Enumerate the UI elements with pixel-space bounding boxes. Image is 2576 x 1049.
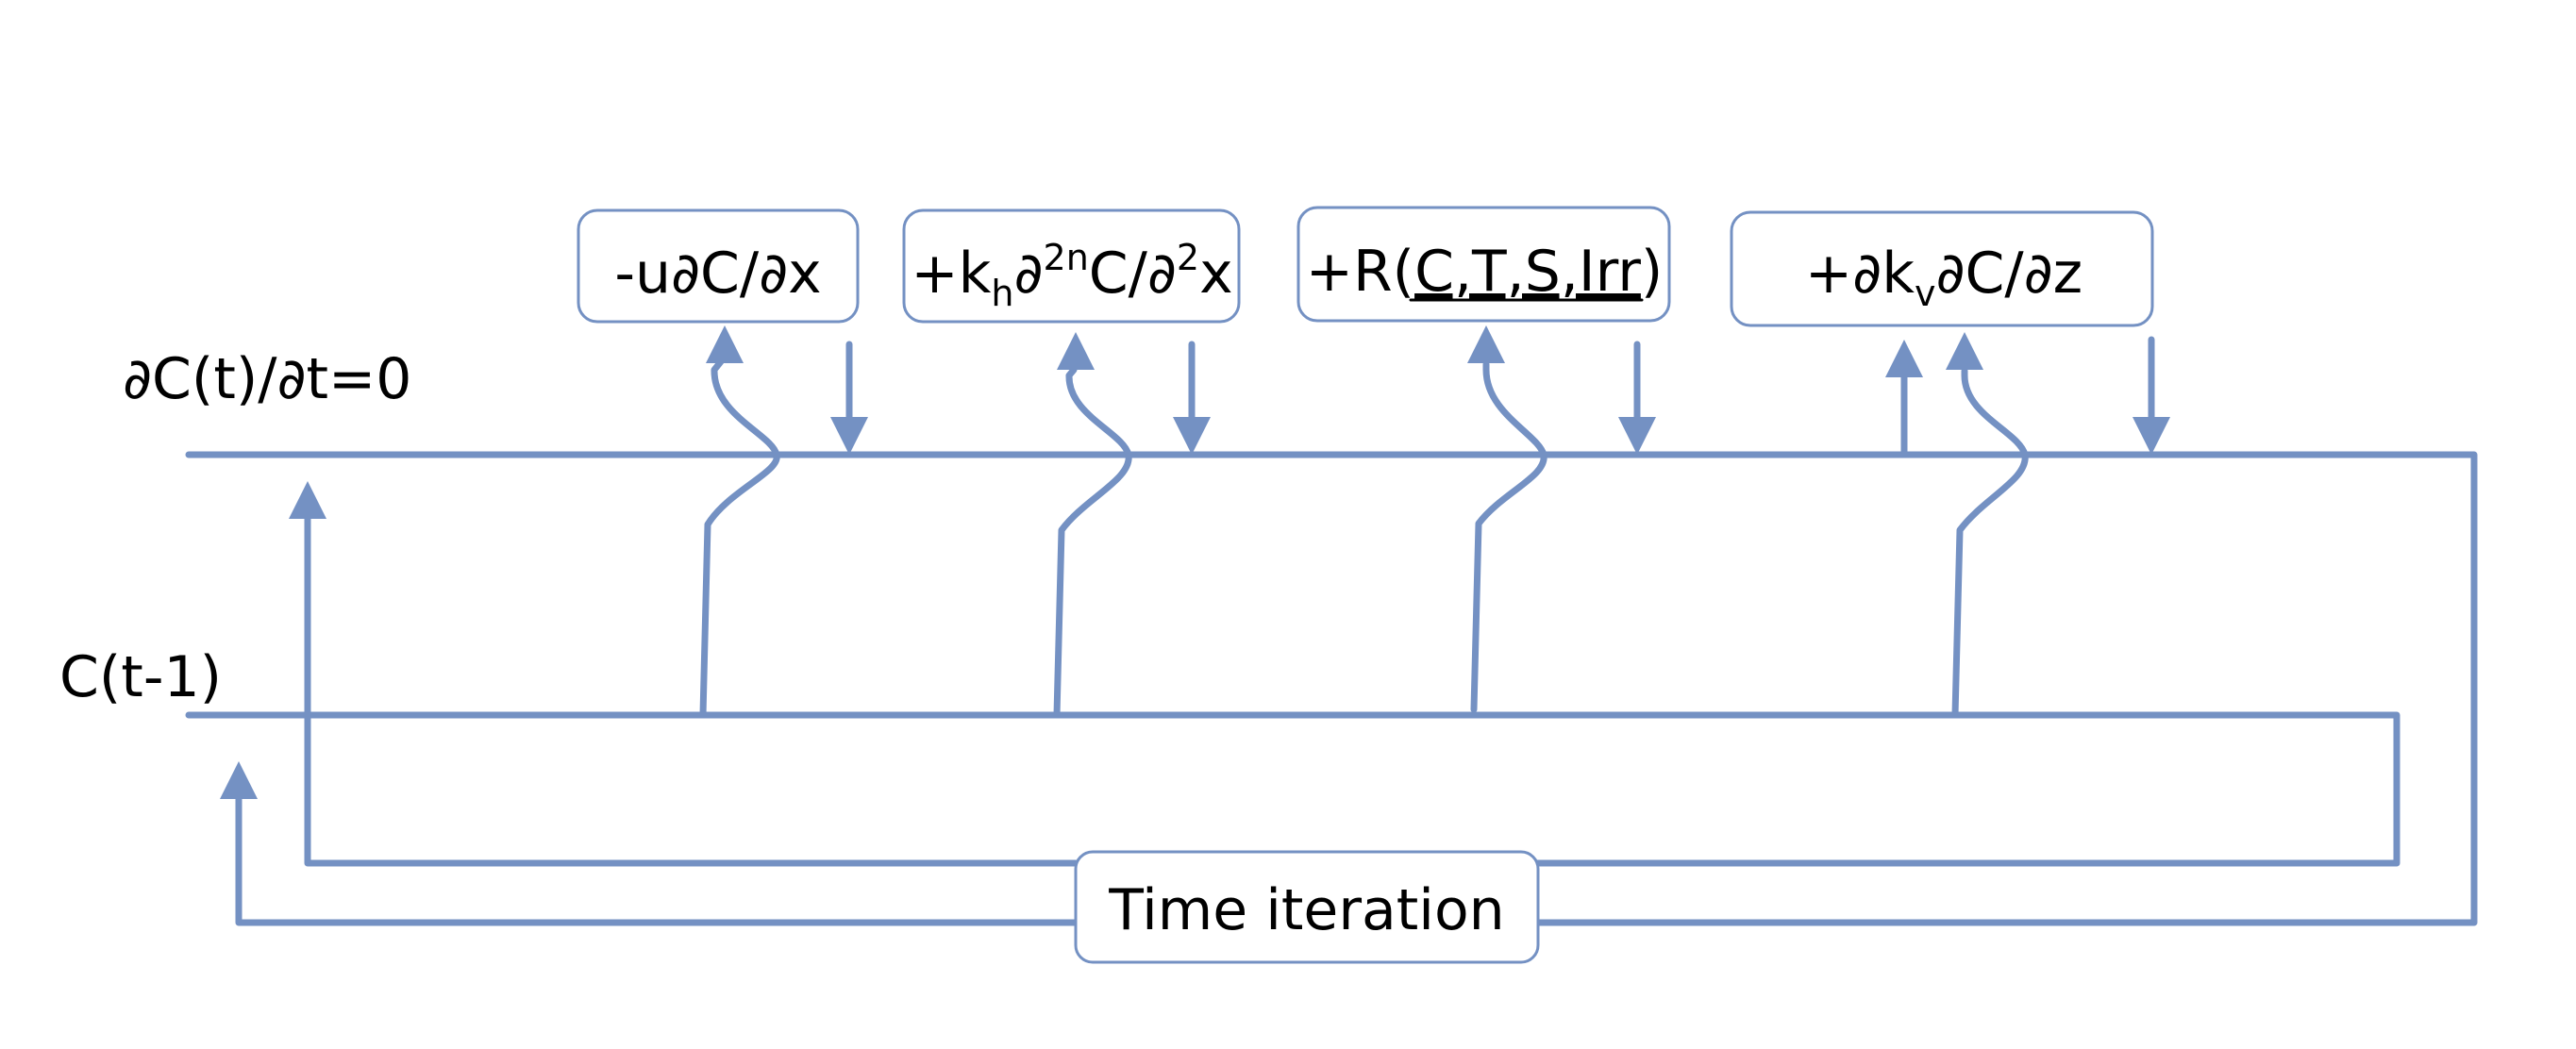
reaction-term: +R(C,T,S,Irr) bbox=[1306, 239, 1664, 305]
advection-input-curve bbox=[699, 357, 780, 719]
time-iteration-box bbox=[1074, 850, 1540, 964]
time-iteration-label: Time iteration bbox=[1108, 877, 1504, 943]
inner-feedback-arrowhead bbox=[289, 481, 326, 519]
horizontal-diffusion-term: +kh∂2nC/∂2x bbox=[911, 237, 1232, 314]
previous-step-label: C(t-1) bbox=[59, 644, 222, 710]
horizontal-diffusion-input-curve bbox=[1053, 366, 1132, 719]
reaction-input-arrowhead bbox=[1467, 325, 1505, 363]
vertical-diffusion-output-arrowhead bbox=[2133, 417, 2170, 455]
inner-feedback-line bbox=[304, 510, 1079, 867]
previous-step-line bbox=[185, 711, 2400, 867]
vertical-diffusion-input-arrowhead bbox=[1946, 332, 1983, 370]
outer-feedback-line bbox=[235, 791, 1079, 926]
steady-state-label: ∂C(t)/∂t=0 bbox=[123, 346, 411, 412]
advection-output-arrowhead bbox=[830, 417, 868, 455]
vertical-diffusion-input-curve bbox=[1951, 367, 2029, 719]
advection-box bbox=[577, 208, 860, 324]
outer-feedback-arrowhead bbox=[220, 761, 258, 799]
horizontal-diffusion-input-arrowhead bbox=[1057, 332, 1095, 370]
reaction-box bbox=[1296, 206, 1671, 323]
vertical-diffusion-straight-arrowhead bbox=[1885, 340, 1923, 377]
steady-state-line bbox=[185, 451, 2478, 926]
horizontal-diffusion-output-arrowhead bbox=[1173, 417, 1211, 455]
vertical-diffusion-term: +∂kv∂C/∂z bbox=[1805, 241, 2083, 314]
vertical-diffusion-box bbox=[1730, 210, 2154, 327]
reaction-input-curve bbox=[1470, 360, 1547, 713]
horizontal-diffusion-box bbox=[902, 208, 1241, 324]
advection-input-arrowhead bbox=[706, 325, 744, 363]
advection-term: -u∂C/∂x bbox=[614, 241, 821, 307]
reaction-output-arrowhead bbox=[1618, 417, 1656, 455]
